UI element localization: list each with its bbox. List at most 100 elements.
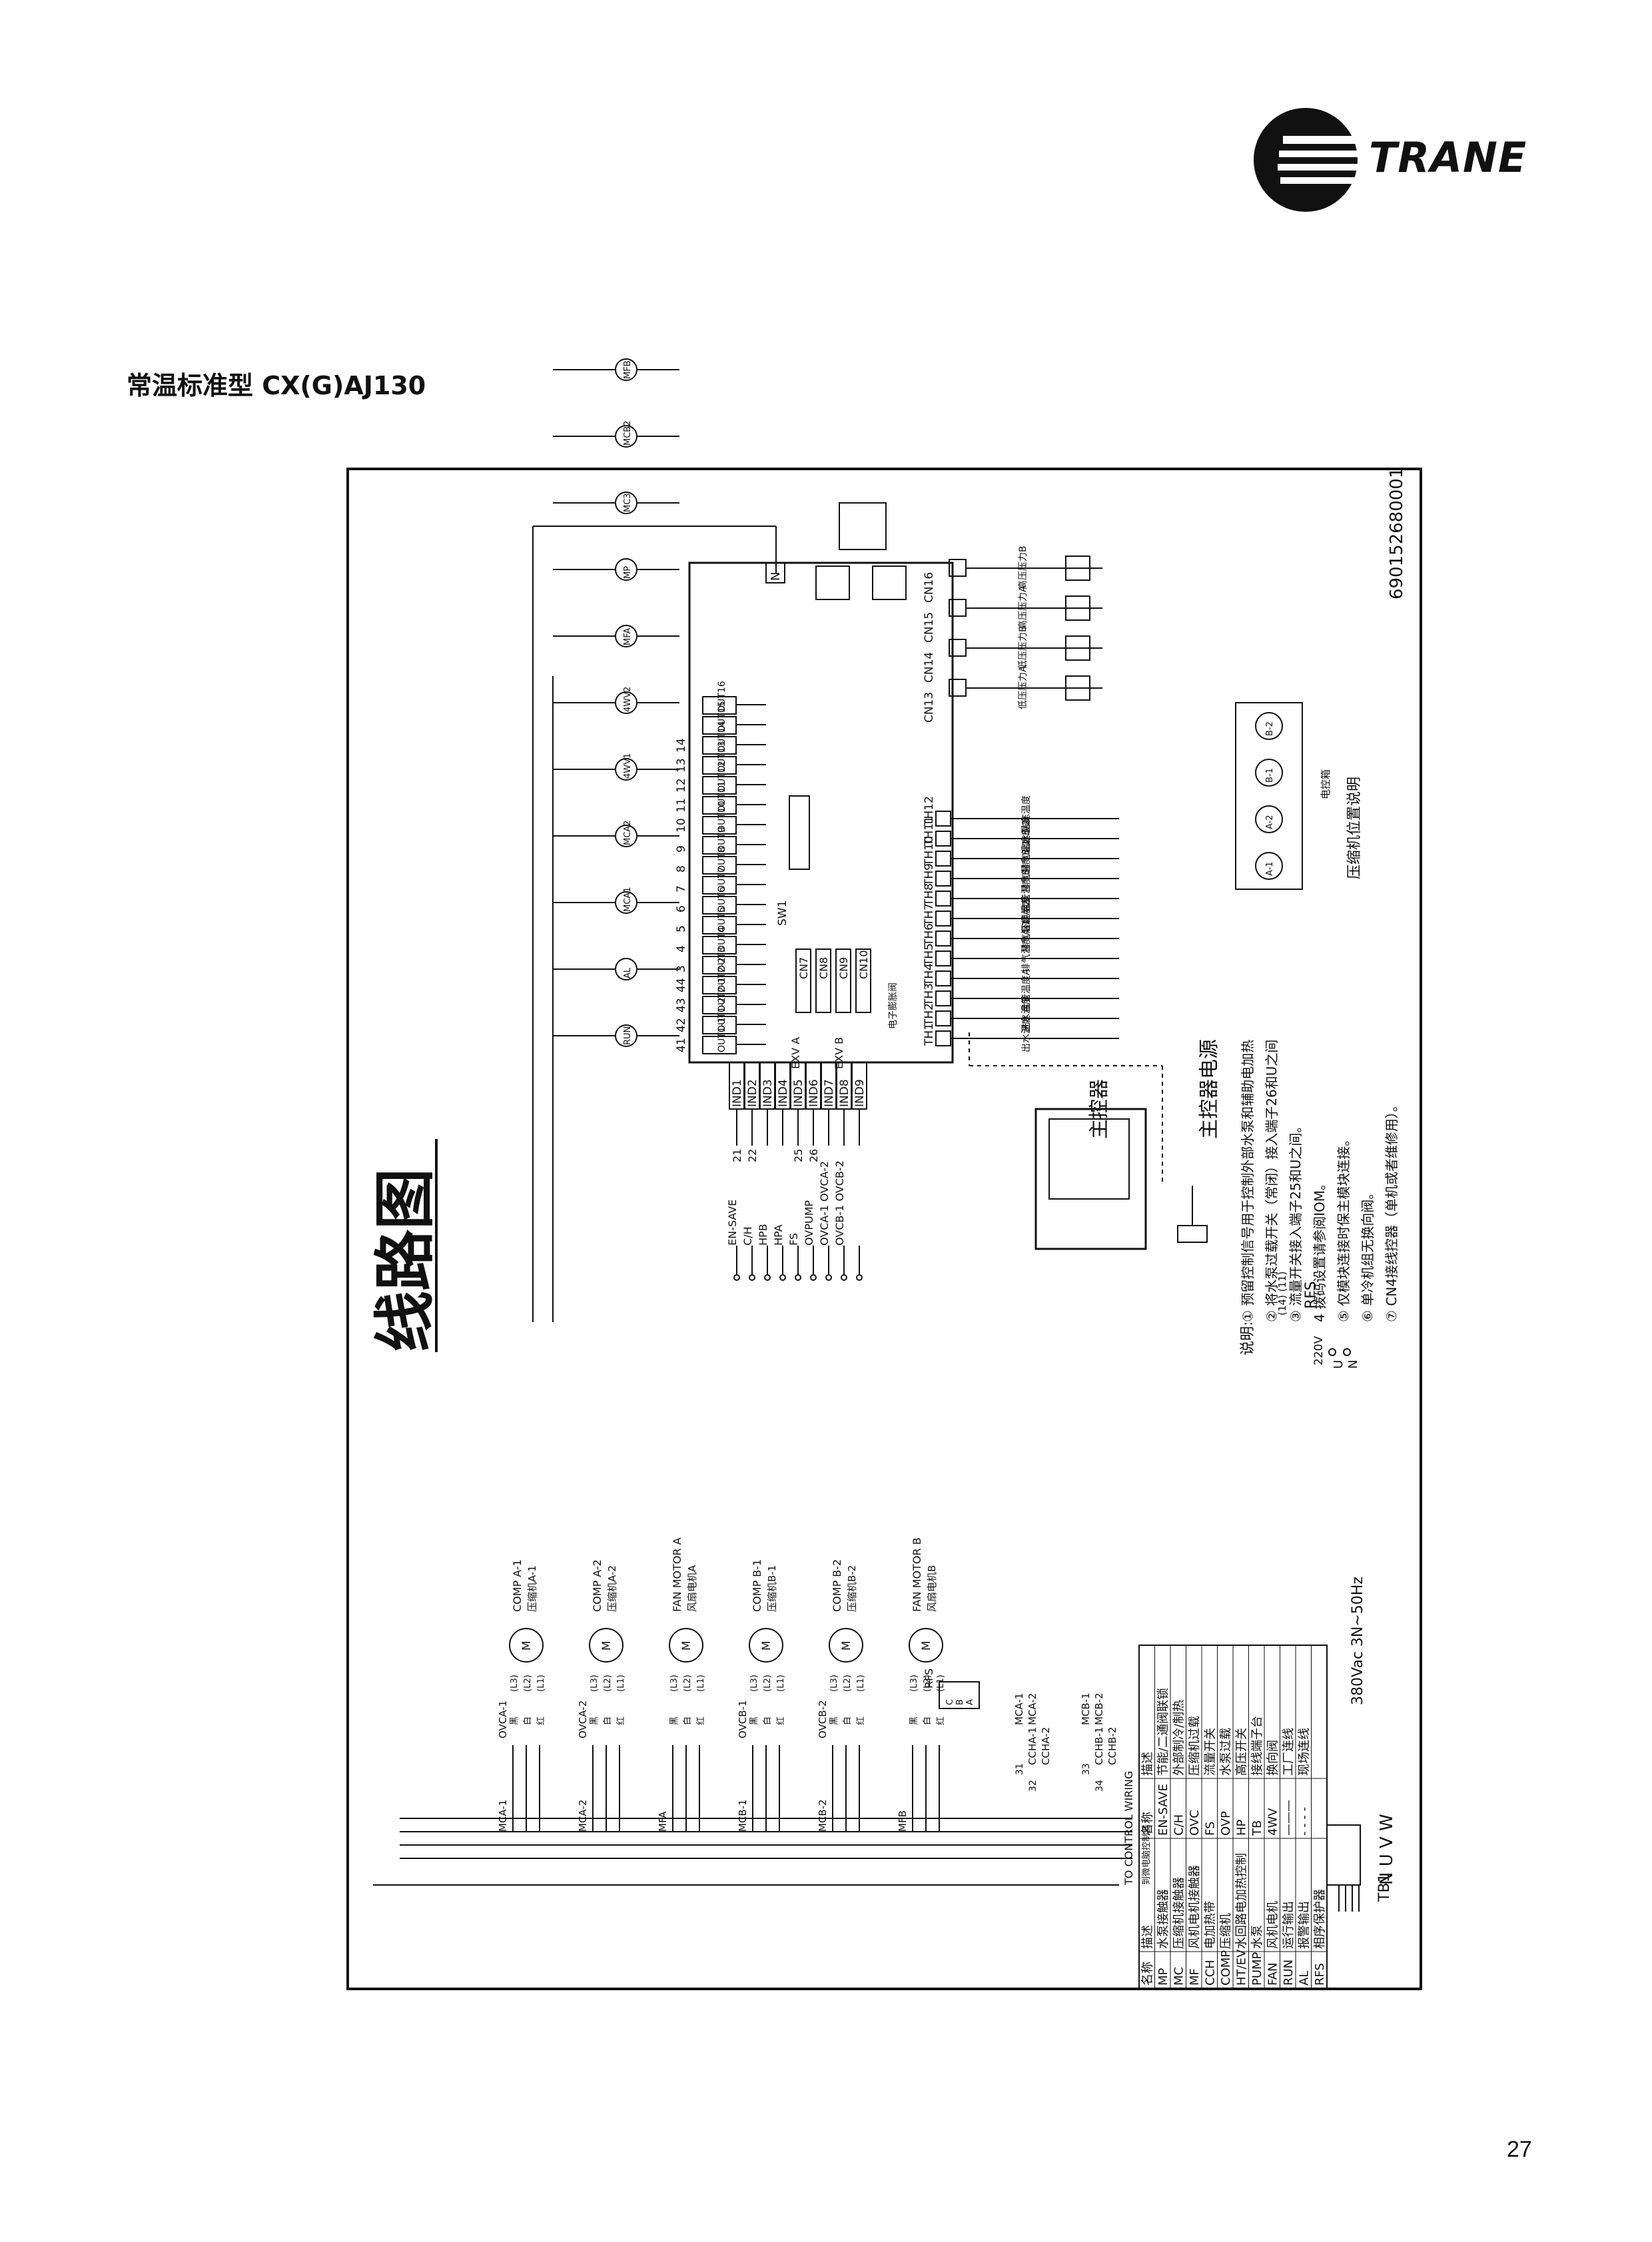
input-terminal-label: IND3 xyxy=(761,1079,775,1107)
input-contact xyxy=(810,1274,817,1281)
wire-color-label: 黑 xyxy=(510,1716,520,1725)
load-name-cn: 压缩机A-1 xyxy=(526,1565,538,1612)
controller-power-label: 主控器电源 xyxy=(1198,1039,1221,1139)
overload-label: OVCA-2 xyxy=(577,1700,589,1738)
wire-color-label: 红 xyxy=(695,1716,706,1725)
connector-cn1 xyxy=(815,565,850,600)
input-contact xyxy=(841,1274,847,1281)
legend-cell: OVP xyxy=(1219,1811,1233,1836)
trane-logo-mark xyxy=(1254,108,1358,212)
legend-cell: C/H xyxy=(1172,1814,1186,1836)
input-device: OVCB-1 OVCB-2 xyxy=(833,1160,846,1246)
output-number: 11 xyxy=(675,798,688,813)
wire-color-label: 红 xyxy=(775,1716,786,1725)
motor xyxy=(829,1628,863,1663)
motor xyxy=(749,1628,783,1663)
heater-label: CCHA-2 xyxy=(1040,1727,1052,1765)
pressure-sensor xyxy=(1065,556,1090,581)
output-number: 41 xyxy=(675,1038,688,1052)
coil-label: AL xyxy=(623,967,633,978)
output-terminal-label: OUT10 xyxy=(717,801,727,833)
wire-color-label: 黑 xyxy=(669,1716,679,1725)
coil-label: 4WV2 xyxy=(623,687,633,712)
legend-cell: 压缩机 xyxy=(1219,1913,1233,1949)
rfs-switch-pins: (14) (11) xyxy=(1276,1272,1288,1315)
input-terminal-label: IND8 xyxy=(838,1079,851,1107)
legend-cell: TB xyxy=(1250,1820,1264,1836)
coil-label: MCB2 xyxy=(623,421,633,446)
heater-contact-label: MCB-1 xyxy=(1080,1692,1092,1725)
load-name: COMP B-1 xyxy=(751,1559,763,1612)
sensor-port-label: TH12 xyxy=(923,796,936,827)
note-line: ⑦ CN4接线控器（单机或者维修用）。 xyxy=(1384,1098,1400,1322)
legend-cell: HT/EV xyxy=(1235,1949,1249,1986)
phase-label: (L2) xyxy=(843,1675,853,1692)
phase-label: (L1) xyxy=(616,1675,626,1692)
rfs-switch-label: RFS xyxy=(1303,1281,1320,1309)
output-terminal-label: OUT12 xyxy=(717,761,727,793)
heater-number: 32 xyxy=(1028,1780,1038,1792)
output-number: 43 xyxy=(675,998,688,1012)
sensor-desc: 出水温度 xyxy=(1021,1015,1032,1052)
motor xyxy=(589,1628,623,1663)
load-name-cn: 压缩机A-2 xyxy=(606,1565,618,1612)
contactor-label: MCA-1 xyxy=(497,1800,509,1832)
motor-symbol: M xyxy=(920,1641,933,1651)
compressor-position-label: A-2 xyxy=(1265,815,1275,829)
sensor-port xyxy=(935,970,951,986)
sensor-desc: 排气温度A-1 xyxy=(1021,920,1032,972)
sensor-desc: 盘管温度A xyxy=(1021,968,1032,1012)
heater-label: CCHB-1 xyxy=(1093,1727,1105,1765)
connector-label: CN10 xyxy=(857,950,870,980)
notes-heading: 说明: xyxy=(1240,1321,1256,1355)
sensor-desc: 出水温度 xyxy=(1021,815,1032,853)
pressure-sensor xyxy=(1065,595,1090,621)
input-terminal-label: IND2 xyxy=(746,1079,759,1107)
output-terminal-label: OUT2-1 xyxy=(717,977,727,1012)
legend-cell: 风机电机接触器 xyxy=(1188,1865,1202,1949)
note-line: ③ 流量开关接入端子25和U之间。 xyxy=(1288,1120,1304,1322)
sensor-port-label: TH1 xyxy=(923,1023,936,1046)
output-number: 44 xyxy=(675,978,688,992)
phase-label: (L1) xyxy=(936,1675,946,1692)
coil-label: MCA1 xyxy=(623,887,633,912)
legend-cell: 压缩机过载 xyxy=(1188,1716,1202,1776)
connector-label: CN9 xyxy=(837,957,850,979)
output-terminal-label: OUT6 xyxy=(717,887,727,913)
phase-label: (L3) xyxy=(590,1675,600,1692)
heater-contact-label: MCA-1 xyxy=(1013,1693,1025,1725)
input-terminal-label: IND5 xyxy=(792,1079,805,1107)
connector-cn7 xyxy=(795,948,811,1013)
input-device: EN-SAVE xyxy=(726,1200,739,1246)
sensor-port-label: TH5 xyxy=(923,943,936,966)
pressure-port-label: CN15 xyxy=(923,612,936,643)
sensor-port xyxy=(935,871,951,887)
legend-cell: 换向阀 xyxy=(1266,1740,1280,1776)
input-contact xyxy=(795,1274,801,1281)
legend-cell: 相序保护器 xyxy=(1313,1889,1327,1949)
input-terminal-label: IND4 xyxy=(777,1079,790,1107)
phase-label: (L3) xyxy=(749,1675,759,1692)
sensor-port-label: TH8 xyxy=(923,883,936,907)
terminal-n xyxy=(765,562,785,583)
sensor-port xyxy=(935,990,951,1006)
layout-title: 压缩机位置说明 xyxy=(1346,777,1363,879)
phase-label: (L2) xyxy=(683,1675,693,1692)
sensor-port xyxy=(935,851,951,867)
sensor-desc: 排气温度B-2 xyxy=(1021,819,1032,873)
input-device: OVPUMP xyxy=(803,1200,815,1246)
legend-cell: OVC xyxy=(1188,1810,1202,1836)
load-name-cn: 风扇电机A xyxy=(686,1565,698,1612)
input-number: 25 xyxy=(792,1149,805,1162)
note-line: ⑥ 单冷机组无换向阀。 xyxy=(1360,1186,1376,1322)
legend-cell: EN-SAVE xyxy=(1156,1784,1170,1836)
sensor-desc: 进水温度 xyxy=(1021,995,1032,1032)
legend-cell: 流量开关 xyxy=(1204,1728,1218,1776)
input-contact xyxy=(856,1274,863,1281)
connector-cn8 xyxy=(815,948,831,1013)
wiring-diagram-frame xyxy=(346,468,1422,1990)
input-contact xyxy=(779,1274,786,1281)
motor xyxy=(909,1628,943,1663)
legend-cell: 节能/二通阀联锁 xyxy=(1156,1688,1170,1776)
transformer xyxy=(839,502,887,550)
